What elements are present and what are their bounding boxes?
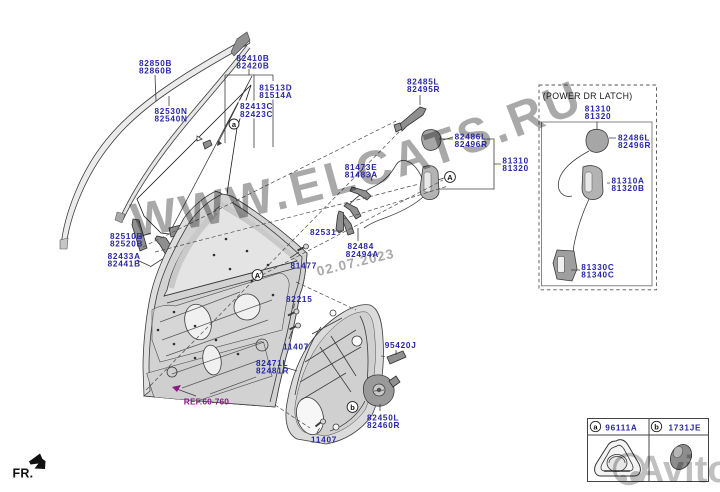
svg-text:FR.: FR. [13, 467, 34, 481]
svg-text:(POWER DR LATCH): (POWER DR LATCH) [543, 91, 633, 101]
svg-text:81514A: 81514A [259, 91, 292, 100]
svg-text:81483A: 81483A [345, 171, 378, 180]
svg-text:a: a [593, 423, 598, 432]
svg-text:81477: 81477 [291, 261, 318, 270]
svg-text:81310: 81310 [502, 157, 529, 166]
svg-text:82215: 82215 [286, 295, 313, 304]
svg-text:95420J: 95420J [385, 341, 417, 350]
svg-text:81320: 81320 [585, 112, 612, 121]
svg-text:82486L: 82486L [455, 133, 487, 142]
svg-text:b: b [654, 423, 659, 432]
svg-text:82540N: 82540N [155, 115, 188, 124]
svg-text:81320: 81320 [502, 164, 529, 173]
svg-text:82450L: 82450L [367, 414, 399, 423]
svg-text:82531: 82531 [310, 228, 337, 237]
svg-text:82496R: 82496R [455, 140, 488, 149]
svg-text:81310: 81310 [585, 105, 612, 114]
svg-text:a: a [232, 120, 237, 129]
svg-text:11407: 11407 [283, 342, 309, 351]
svg-text:REF.60-760: REF.60-760 [184, 396, 229, 406]
svg-text:82413C: 82413C [240, 102, 273, 111]
svg-text:82495R: 82495R [407, 85, 440, 94]
svg-text:1731JE: 1731JE [669, 423, 702, 432]
svg-text:82484: 82484 [348, 242, 375, 251]
svg-text:b: b [350, 403, 355, 412]
svg-text:82850B: 82850B [139, 59, 172, 68]
svg-text:81320B: 81320B [612, 184, 645, 193]
svg-text:82496R: 82496R [618, 141, 651, 150]
svg-text:81513D: 81513D [259, 83, 292, 92]
svg-text:82486L: 82486L [618, 133, 650, 142]
svg-text:Avito: Avito [637, 449, 720, 491]
svg-text:82485L: 82485L [407, 78, 439, 87]
svg-text:82423C: 82423C [240, 110, 273, 119]
svg-text:82433A: 82433A [108, 252, 141, 261]
svg-text:11407: 11407 [311, 435, 337, 444]
svg-text:81340C: 81340C [581, 270, 614, 279]
svg-text:81310A: 81310A [612, 177, 645, 186]
svg-text:82441B: 82441B [108, 260, 141, 269]
svg-text:82510B: 82510B [110, 232, 143, 241]
svg-text:82410B: 82410B [236, 54, 269, 63]
svg-text:81473E: 81473E [345, 163, 378, 172]
svg-text:A: A [255, 271, 261, 280]
svg-text:96111A: 96111A [605, 423, 637, 432]
svg-text:82520B: 82520B [110, 240, 143, 249]
svg-text:82420B: 82420B [236, 61, 269, 70]
svg-text:81330C: 81330C [581, 263, 614, 272]
svg-text:82471L: 82471L [256, 359, 288, 368]
svg-text:82494A: 82494A [346, 250, 379, 259]
svg-text:82860B: 82860B [139, 67, 172, 76]
svg-text:82481R: 82481R [256, 367, 289, 376]
svg-text:82460R: 82460R [367, 421, 400, 430]
svg-text:82530N: 82530N [155, 107, 188, 116]
svg-text:A: A [447, 173, 453, 182]
